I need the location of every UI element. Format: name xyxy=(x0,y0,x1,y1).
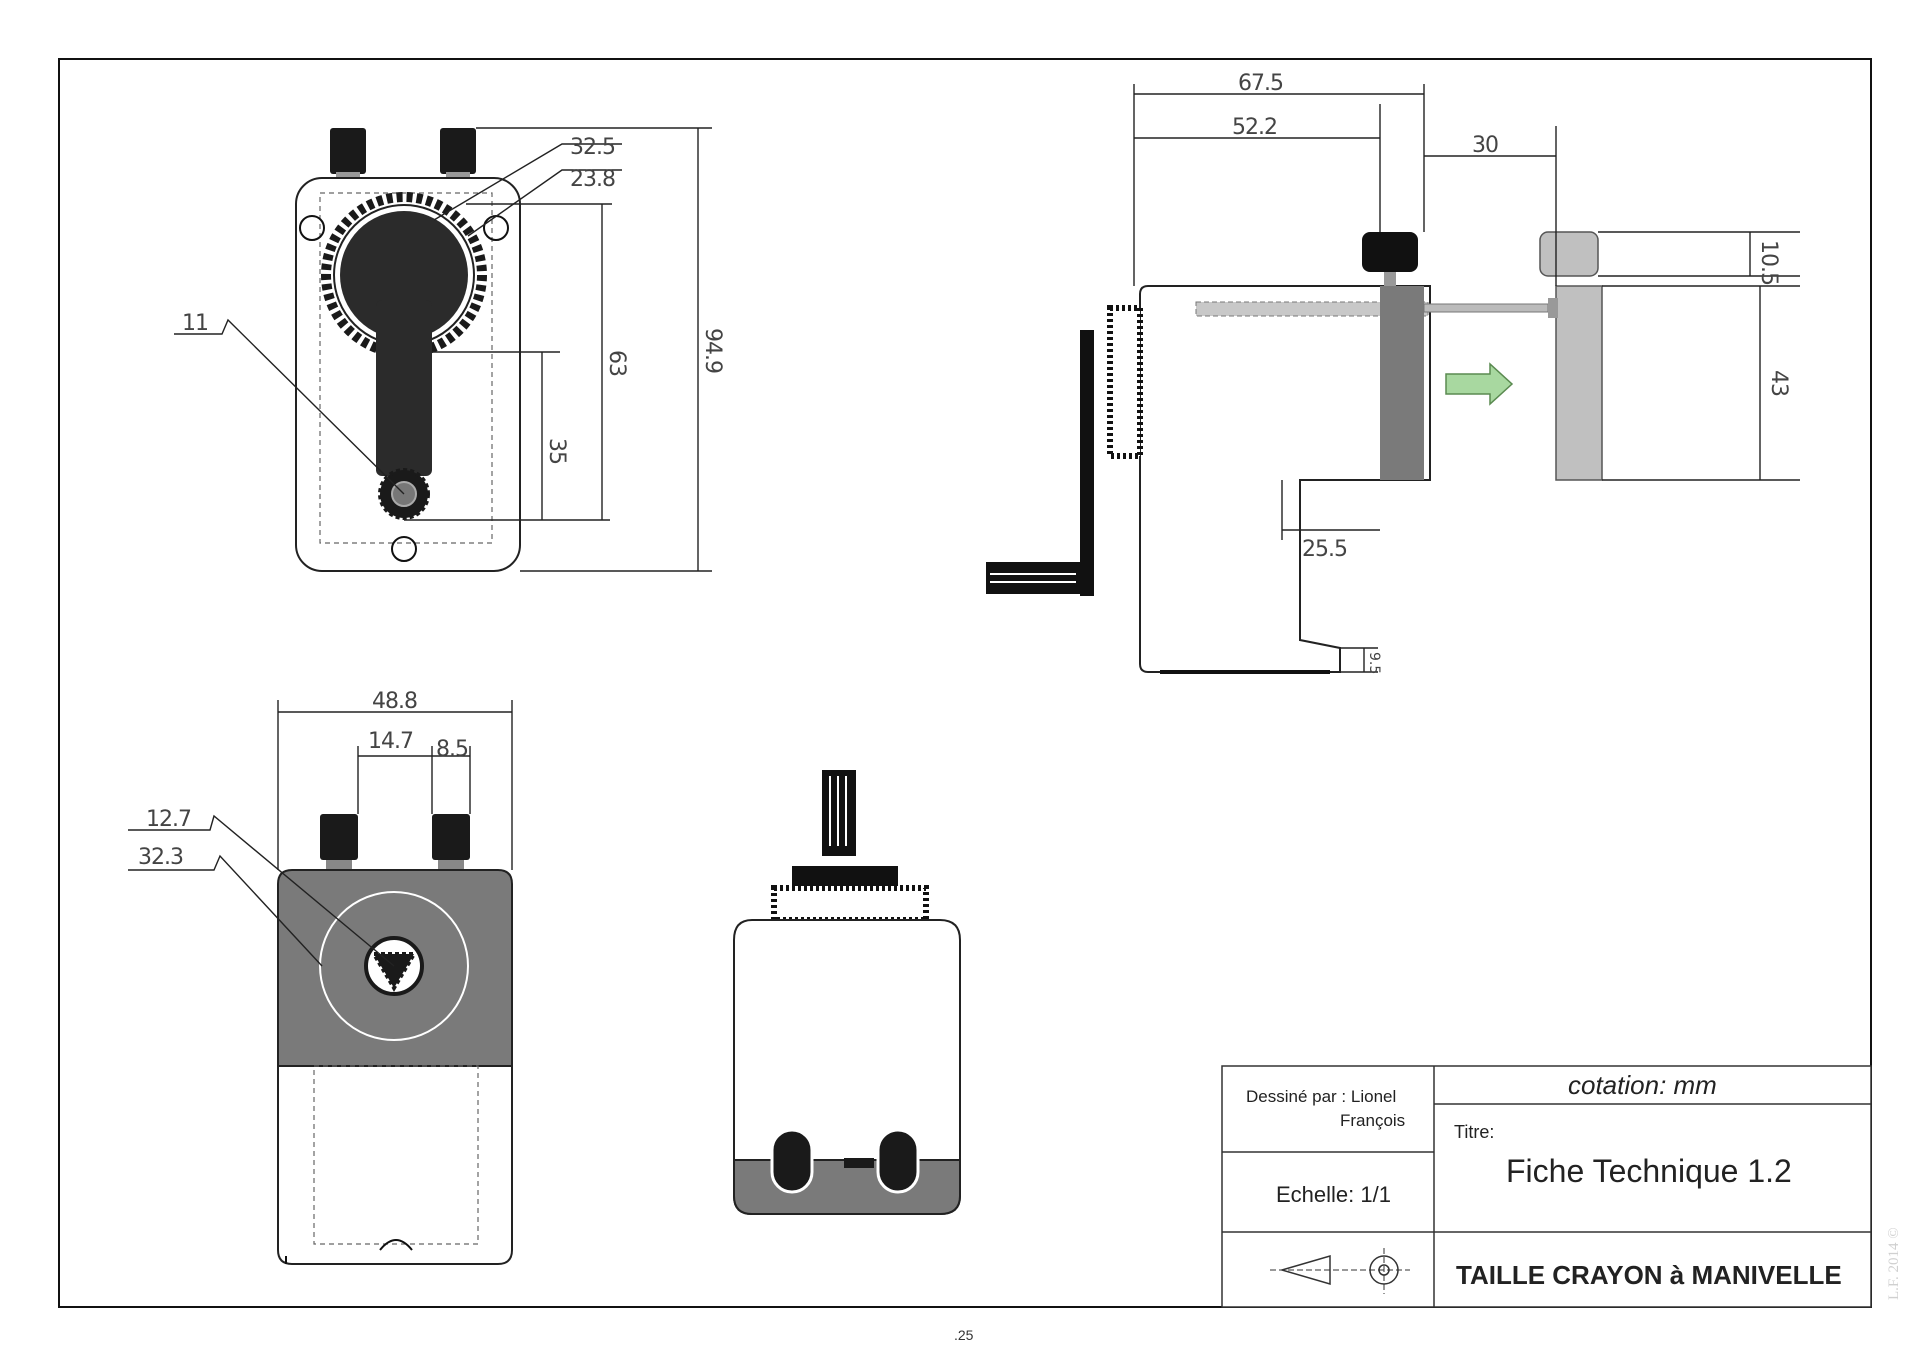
dim-side-9-5: 9.5 xyxy=(1366,652,1382,674)
drawing-name: TAILLE CRAYON à MANIVELLE xyxy=(1456,1260,1842,1290)
side-drawer xyxy=(1380,286,1424,480)
front-top-knob-left xyxy=(330,128,366,174)
bottom-view xyxy=(128,700,513,1265)
dim-bottom-8-5: 8.5 xyxy=(436,737,468,762)
side-drawer-extracted-knob xyxy=(1539,231,1599,277)
dim-side-10-5: 10.5 xyxy=(1756,240,1781,285)
side-crank-arm xyxy=(1080,330,1094,596)
drawing-title: Fiche Technique 1.2 xyxy=(1506,1153,1792,1189)
dim-side-67-5: 67.5 xyxy=(1238,71,1283,96)
side-view xyxy=(986,84,1800,674)
units-label: cotation: mm xyxy=(1568,1070,1717,1100)
dim-side-43: 43 xyxy=(1766,370,1791,396)
side-arrow-icon xyxy=(1445,362,1514,406)
bottom-sharpener-blade-icon xyxy=(370,952,418,992)
title-block xyxy=(1221,1065,1872,1308)
front-top-knob-right xyxy=(440,128,476,174)
dim-side-30: 30 xyxy=(1472,133,1498,158)
bottom-knob-left xyxy=(320,814,358,860)
drawn-by-label: Dessiné par : Lionel xyxy=(1246,1087,1396,1106)
front-view xyxy=(174,127,712,572)
rear-foot-right xyxy=(876,1128,920,1194)
dim-front-32-5: 32.5 xyxy=(570,135,615,160)
dim-front-63: 63 xyxy=(604,350,629,376)
dim-bottom-48-8: 48.8 xyxy=(372,689,417,714)
bottom-body-lower xyxy=(277,1065,513,1265)
bottom-knob-right xyxy=(432,814,470,860)
dim-front-94-9: 94.9 xyxy=(700,328,725,373)
title-label: Titre: xyxy=(1454,1122,1494,1142)
side-body xyxy=(1139,285,1431,673)
side-crank-handle xyxy=(986,562,1080,594)
side-drawer-extracted xyxy=(1555,285,1603,481)
bottom-sharpener-ring xyxy=(319,891,469,1041)
sheet-frame xyxy=(58,58,1872,1308)
dim-front-35: 35 xyxy=(544,438,569,464)
front-body-dashed xyxy=(319,192,493,544)
rear-view xyxy=(733,770,961,1215)
dim-bottom-12-7: 12.7 xyxy=(146,807,191,832)
dim-front-11: 11 xyxy=(182,311,208,336)
front-crank-arm xyxy=(376,300,432,476)
dim-side-52-2: 52.2 xyxy=(1232,115,1277,140)
drawn-by-name: François xyxy=(1340,1111,1405,1130)
rear-foot-left xyxy=(770,1128,814,1194)
dim-bottom-14-7: 14.7 xyxy=(368,729,413,754)
watermark: L.F. 2014 © xyxy=(1886,1227,1902,1300)
rear-gear xyxy=(771,885,929,923)
side-gear xyxy=(1107,305,1143,459)
dim-side-25-5: 25.5 xyxy=(1302,537,1347,562)
side-drawer-knob xyxy=(1362,232,1418,272)
dim-front-23-8: 23.8 xyxy=(570,167,615,192)
projection-symbol-icon xyxy=(1270,1248,1410,1294)
front-crank-hub xyxy=(340,211,468,339)
scale-label: Echelle: 1/1 xyxy=(1276,1182,1391,1207)
rear-crank-arm xyxy=(792,866,898,886)
rear-body-bottom xyxy=(733,1159,961,1215)
page-number: .25 xyxy=(954,1327,974,1343)
side-pencil-channel xyxy=(1195,301,1429,317)
dim-bottom-32-3: 32.3 xyxy=(138,845,183,870)
